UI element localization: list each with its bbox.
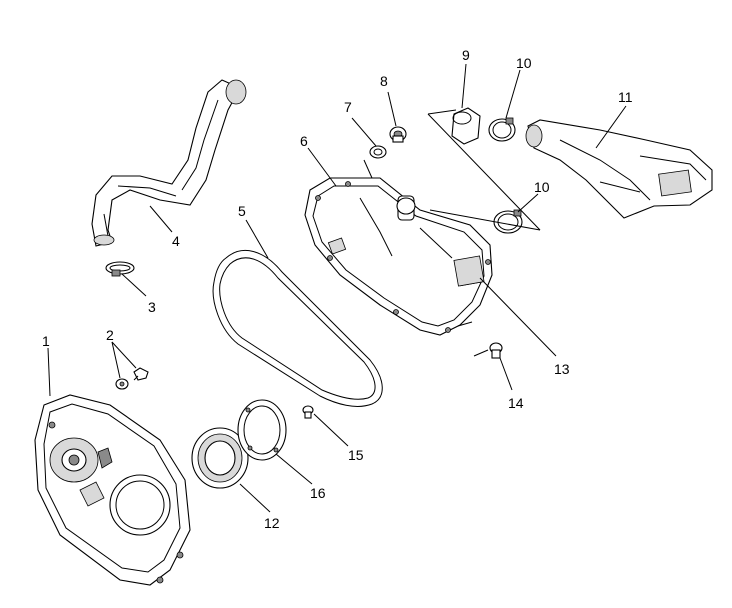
callout-8: 8: [380, 73, 388, 89]
gasket-plate-part: [237, 399, 287, 461]
small-screw-part: [302, 405, 314, 419]
intake-duct-part: [91, 79, 247, 247]
callout-2: 2: [106, 327, 114, 343]
bolt-and-washer-part: [115, 367, 149, 390]
lower-clamp-part: [493, 209, 523, 234]
label-part: [453, 255, 485, 287]
callout-16: 16: [310, 485, 326, 501]
callout-12: 12: [264, 515, 280, 531]
callout-6: 6: [300, 133, 308, 149]
plug-part: [389, 126, 407, 143]
outer-cover-part: [34, 394, 191, 586]
callout-13: 13: [554, 361, 570, 377]
callout-labels: 1 2 3 4 5 6 7 8 9 10 10 11 12 13 14 15 1…: [42, 47, 633, 531]
drive-belt-part: [212, 250, 383, 407]
callout-11: 11: [618, 89, 633, 105]
outlet-duct-part: [525, 119, 713, 219]
hose-clamp-part: [105, 261, 135, 277]
screw-part: [489, 342, 503, 359]
inner-cover-part: [304, 177, 493, 336]
o-ring-part: [369, 145, 387, 159]
callout-5: 5: [238, 203, 246, 219]
callout-4: 4: [172, 233, 180, 249]
callout-15: 15: [348, 447, 364, 463]
callout-9: 9: [462, 47, 470, 63]
callout-14: 14: [508, 395, 524, 411]
upper-clamp-part: [488, 117, 516, 142]
seal-part: [191, 427, 249, 489]
leader-lines: [47, 63, 627, 513]
callout-1: 1: [42, 333, 50, 349]
duct-coupler-part: [451, 107, 481, 145]
callout-3: 3: [148, 299, 156, 315]
callout-7: 7: [344, 99, 352, 115]
callout-10-upper: 10: [516, 55, 532, 71]
callout-10-lower: 10: [534, 179, 550, 195]
